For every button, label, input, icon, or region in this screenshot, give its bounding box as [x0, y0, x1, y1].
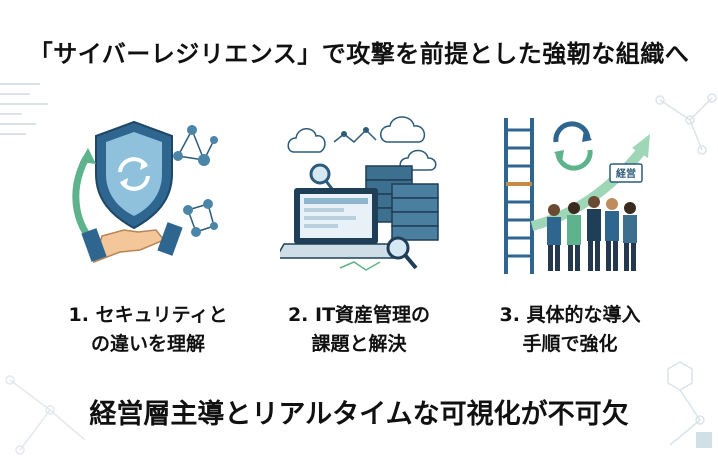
network-decoration-left — [0, 83, 48, 135]
slide-title: 「サイバーレジリエンス」で攻撃を前提とした強靭な組織へ — [28, 40, 690, 68]
step-1-line-1: 1. セキュリティと — [68, 304, 228, 326]
laptop-server-illustration — [280, 116, 439, 271]
network-decoration-bottom-right — [667, 361, 712, 448]
step-1-caption: 1. セキュリティと の違いを理解 — [48, 301, 248, 359]
conclusion-text: 経営層主導とリアルタイムな可視化が不可欠 — [89, 399, 629, 430]
shield-handshake-illustration — [72, 120, 218, 264]
step-3-line-1: 3. 具体的な導入 — [499, 304, 641, 326]
network-decoration-right — [655, 93, 717, 155]
step-2-caption: 2. IT資産管理の 課題と解決 — [259, 301, 459, 359]
sign-label: 経営 — [616, 167, 636, 180]
step-2-line-2: 課題と解決 — [311, 333, 407, 355]
network-decoration-bottom-left — [5, 375, 86, 455]
step-3-caption: 3. 具体的な導入 手順で強化 — [470, 301, 670, 359]
step-2-line-1: 2. IT資産管理の — [287, 304, 431, 326]
step-3-line-2: 手順で強化 — [522, 333, 618, 355]
ladder-team-illustration: 経営 — [504, 118, 650, 274]
step-1-line-2: の違いを理解 — [90, 333, 205, 355]
